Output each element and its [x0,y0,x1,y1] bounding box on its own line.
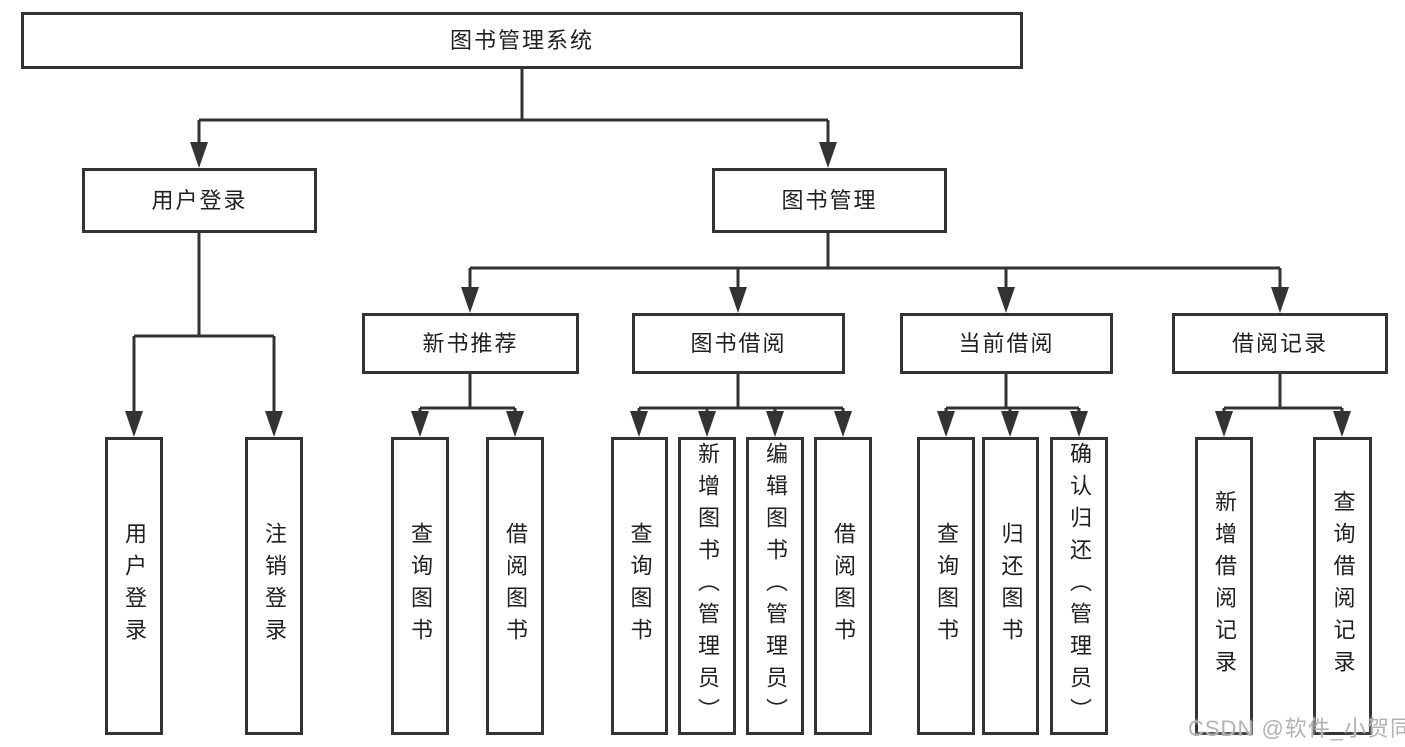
leaf-add-books-admin: 新增图书（管理员） [678,437,736,735]
leaf-query-borrow-record: 查询借阅记录 [1313,437,1372,735]
leaf-user-login: 用户登录 [105,437,163,735]
leaf-label: 新增借阅记录 [1212,490,1237,682]
leaf-label: 借阅图书 [831,522,856,650]
leaf-label: 确认归还（管理员） [1067,442,1092,730]
leaf-label: 用户登录 [122,522,147,650]
leaf-borrow-books-recommend: 借阅图书 [486,437,544,735]
leaf-query-books-recommend: 查询图书 [391,437,449,735]
node-book-borrowing: 图书借阅 [632,313,845,374]
leaf-add-borrow-record: 新增借阅记录 [1195,437,1253,735]
node-book-management: 图书管理 [712,168,947,233]
node-borrow-records: 借阅记录 [1172,313,1388,374]
leaf-label: 注销登录 [262,522,287,650]
leaf-label: 查询图书 [934,522,959,650]
node-user-login: 用户登录 [82,168,317,233]
leaf-return-books: 归还图书 [982,437,1039,735]
node-new-book-recommend: 新书推荐 [362,313,579,374]
leaf-label: 查询借阅记录 [1330,490,1356,682]
leaf-confirm-return-admin: 确认归还（管理员） [1050,437,1108,735]
leaf-label: 查询图书 [627,522,653,650]
leaf-edit-books-admin: 编辑图书（管理员） [746,437,804,735]
leaf-label: 归还图书 [998,522,1024,650]
node-current-borrowing: 当前借阅 [900,313,1113,374]
leaf-query-books-current: 查询图书 [917,437,975,735]
leaf-label: 编辑图书（管理员） [763,442,788,730]
leaf-label: 借阅图书 [503,522,528,650]
leaf-query-books-borrowing: 查询图书 [611,437,668,735]
node-library-system: 图书管理系统 [21,12,1023,69]
leaf-label: 新增图书（管理员） [695,442,720,730]
leaf-borrow-books-borrowing: 借阅图书 [814,437,872,735]
leaf-logout: 注销登录 [245,437,303,735]
leaf-label: 查询图书 [408,522,433,650]
csdn-watermark: CSDN @软件_小贺同学 [1188,716,1405,741]
